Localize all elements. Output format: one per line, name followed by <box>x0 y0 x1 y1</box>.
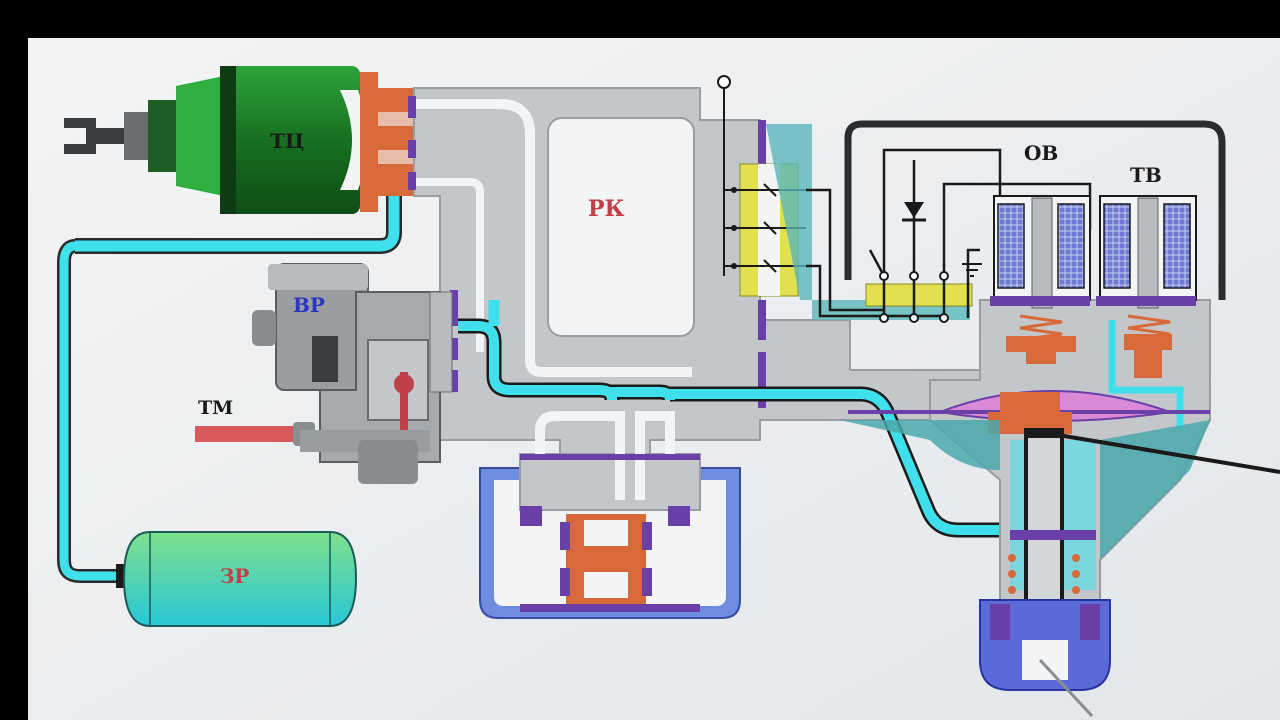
electric-block <box>717 75 1226 323</box>
label-tc: ТЦ <box>270 129 304 153</box>
label-tm: ТМ <box>198 397 233 419</box>
chamber-rk <box>547 117 695 337</box>
label-tv: ТВ <box>1130 163 1162 187</box>
air-distributor-vr <box>252 263 453 484</box>
relay-valve-lower <box>479 411 741 619</box>
label-ov: ОВ <box>1024 141 1058 165</box>
solenoid-valves <box>840 195 1211 691</box>
pointer-stick <box>1039 430 1280 474</box>
label-vr: ВР <box>293 293 325 317</box>
label-zr: ЗР <box>220 564 249 588</box>
brake-cylinder-tc <box>64 66 414 214</box>
label-rk: РК <box>588 196 625 222</box>
reservoir-zr <box>57 239 358 627</box>
